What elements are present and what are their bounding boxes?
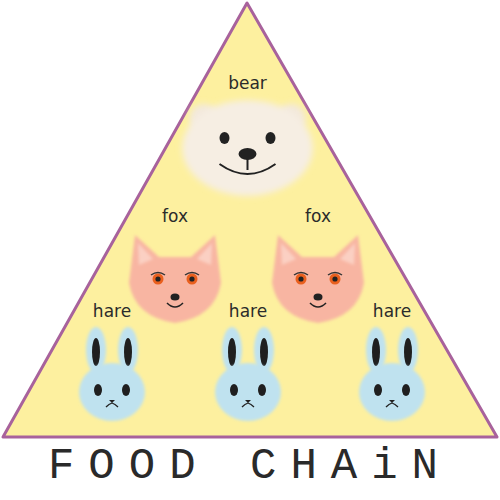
animal-label: hare: [67, 300, 157, 322]
animal-node: fox: [120, 205, 230, 327]
pyramid-outline: [3, 3, 497, 437]
animal-face: [347, 324, 437, 424]
animal-node: bear: [175, 72, 320, 200]
animal-face: [120, 229, 230, 327]
animal-node: hare: [67, 300, 157, 424]
animal-label: hare: [203, 300, 293, 322]
animal-face: [175, 96, 320, 200]
animal-label: hare: [347, 300, 437, 322]
animal-label: fox: [120, 205, 230, 227]
animal-node: fox: [263, 205, 373, 327]
animal-label: bear: [175, 72, 320, 94]
animal-label: fox: [263, 205, 373, 227]
diagram-title: FOOD CHAiN: [0, 440, 500, 492]
animal-face: [67, 324, 157, 424]
animal-face: [263, 229, 373, 327]
animal-node: hare: [347, 300, 437, 424]
animal-face: [203, 324, 293, 424]
animal-node: hare: [203, 300, 293, 424]
